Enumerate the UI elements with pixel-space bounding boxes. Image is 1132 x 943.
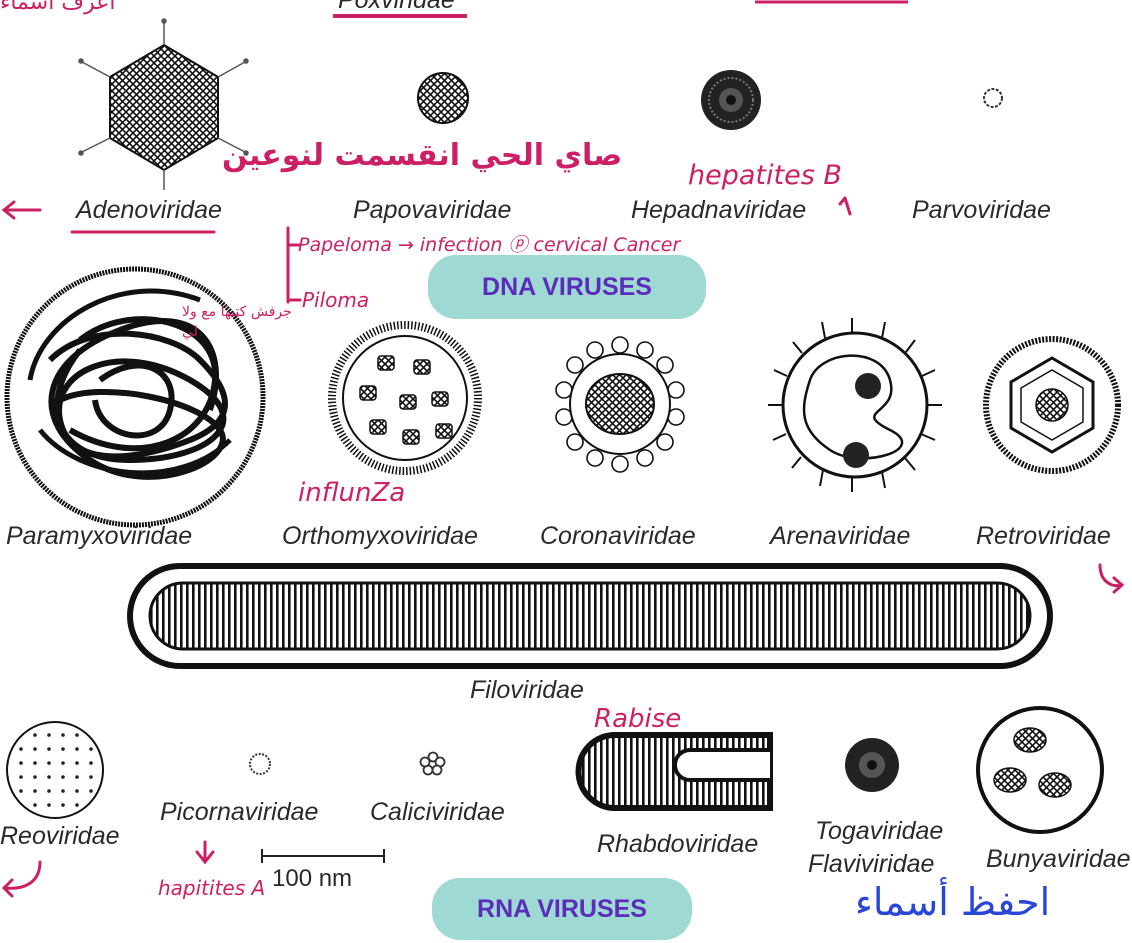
family-parvoviridae: Parvoviridae bbox=[912, 196, 1051, 225]
papovavirus-drawing bbox=[418, 73, 468, 123]
note-influenza: influnZa bbox=[298, 478, 405, 508]
family-reoviridae: Reoviridae bbox=[0, 822, 120, 851]
picorna-arrow bbox=[197, 842, 213, 862]
family-coronaviridae: Coronaviridae bbox=[540, 522, 696, 551]
family-caliciviridae: Caliciviridae bbox=[370, 798, 505, 827]
family-retroviridae: Retroviridae bbox=[976, 522, 1111, 551]
togavirus-drawing bbox=[845, 738, 899, 792]
family-bunyaviridae: Bunyaviridae bbox=[986, 845, 1132, 874]
note-bottom-arabic: احفظ أسماء bbox=[855, 880, 1050, 924]
dna-viruses-label: DNA VIRUSES bbox=[428, 255, 706, 319]
family-rhabdoviridae: Rhabdoviridae bbox=[597, 830, 758, 859]
reovirus-drawing bbox=[7, 722, 103, 818]
scale-bar bbox=[262, 849, 384, 863]
calicivirus-drawing bbox=[421, 753, 445, 775]
family-togaviridae: Togaviridae bbox=[815, 817, 943, 846]
arenavirus-drawing bbox=[768, 318, 942, 492]
family-adenoviridae: Adenoviridae bbox=[76, 196, 222, 225]
family-papovaviridae: Papovaviridae bbox=[353, 196, 511, 225]
family-hepadnaviridae: Hepadnaviridae bbox=[631, 196, 806, 225]
note-papiloma: Papeloma → infection ⓟ cervical Cancer bbox=[298, 230, 680, 257]
coronavirus-drawing bbox=[556, 337, 684, 472]
rna-viruses-label: RNA VIRUSES bbox=[432, 878, 692, 940]
reo-arrow bbox=[4, 862, 40, 896]
picornavirus-drawing bbox=[250, 754, 270, 774]
bunyavirus-drawing bbox=[978, 708, 1102, 832]
hepadna-arrow bbox=[840, 198, 850, 214]
note-piloma: Piloma bbox=[302, 288, 369, 312]
family-flaviviridae: Flaviviridae bbox=[808, 850, 934, 879]
family-orthomyxoviridae: Orthomyxoviridae bbox=[282, 522, 478, 551]
note-rabies: Rabise bbox=[594, 704, 681, 734]
orthomyxovirus-drawing bbox=[332, 325, 478, 471]
family-picornaviridae: Picornaviridae bbox=[160, 798, 318, 827]
note-top-left: اعرف اسماء bbox=[0, 0, 116, 15]
family-filoviridae: Filoviridae bbox=[470, 676, 584, 705]
hepadnavirus-drawing bbox=[701, 70, 761, 130]
note-hepatitis-a: hapitites A bbox=[158, 876, 265, 900]
parvovirus-drawing bbox=[984, 89, 1002, 107]
poxviridae-label: Poxviridae bbox=[338, 0, 455, 15]
filovirus-drawing bbox=[130, 566, 1050, 666]
note-paramyxo-arabic: جرفش كتبها مع ولا لي bbox=[182, 302, 300, 342]
scale-bar-label: 100 nm bbox=[272, 865, 352, 893]
retro-arrow bbox=[1100, 565, 1122, 592]
family-paramyxoviridae: Paramyxoviridae bbox=[6, 522, 192, 551]
note-papova-arabic: صاي الحي انقسمت لنوعين bbox=[222, 138, 622, 173]
family-arenaviridae: Arenaviridae bbox=[770, 522, 910, 551]
note-hepatitis-b: hepatites B bbox=[688, 160, 842, 191]
rhabdovirus-drawing bbox=[579, 735, 771, 808]
retrovirus-drawing bbox=[986, 339, 1118, 471]
